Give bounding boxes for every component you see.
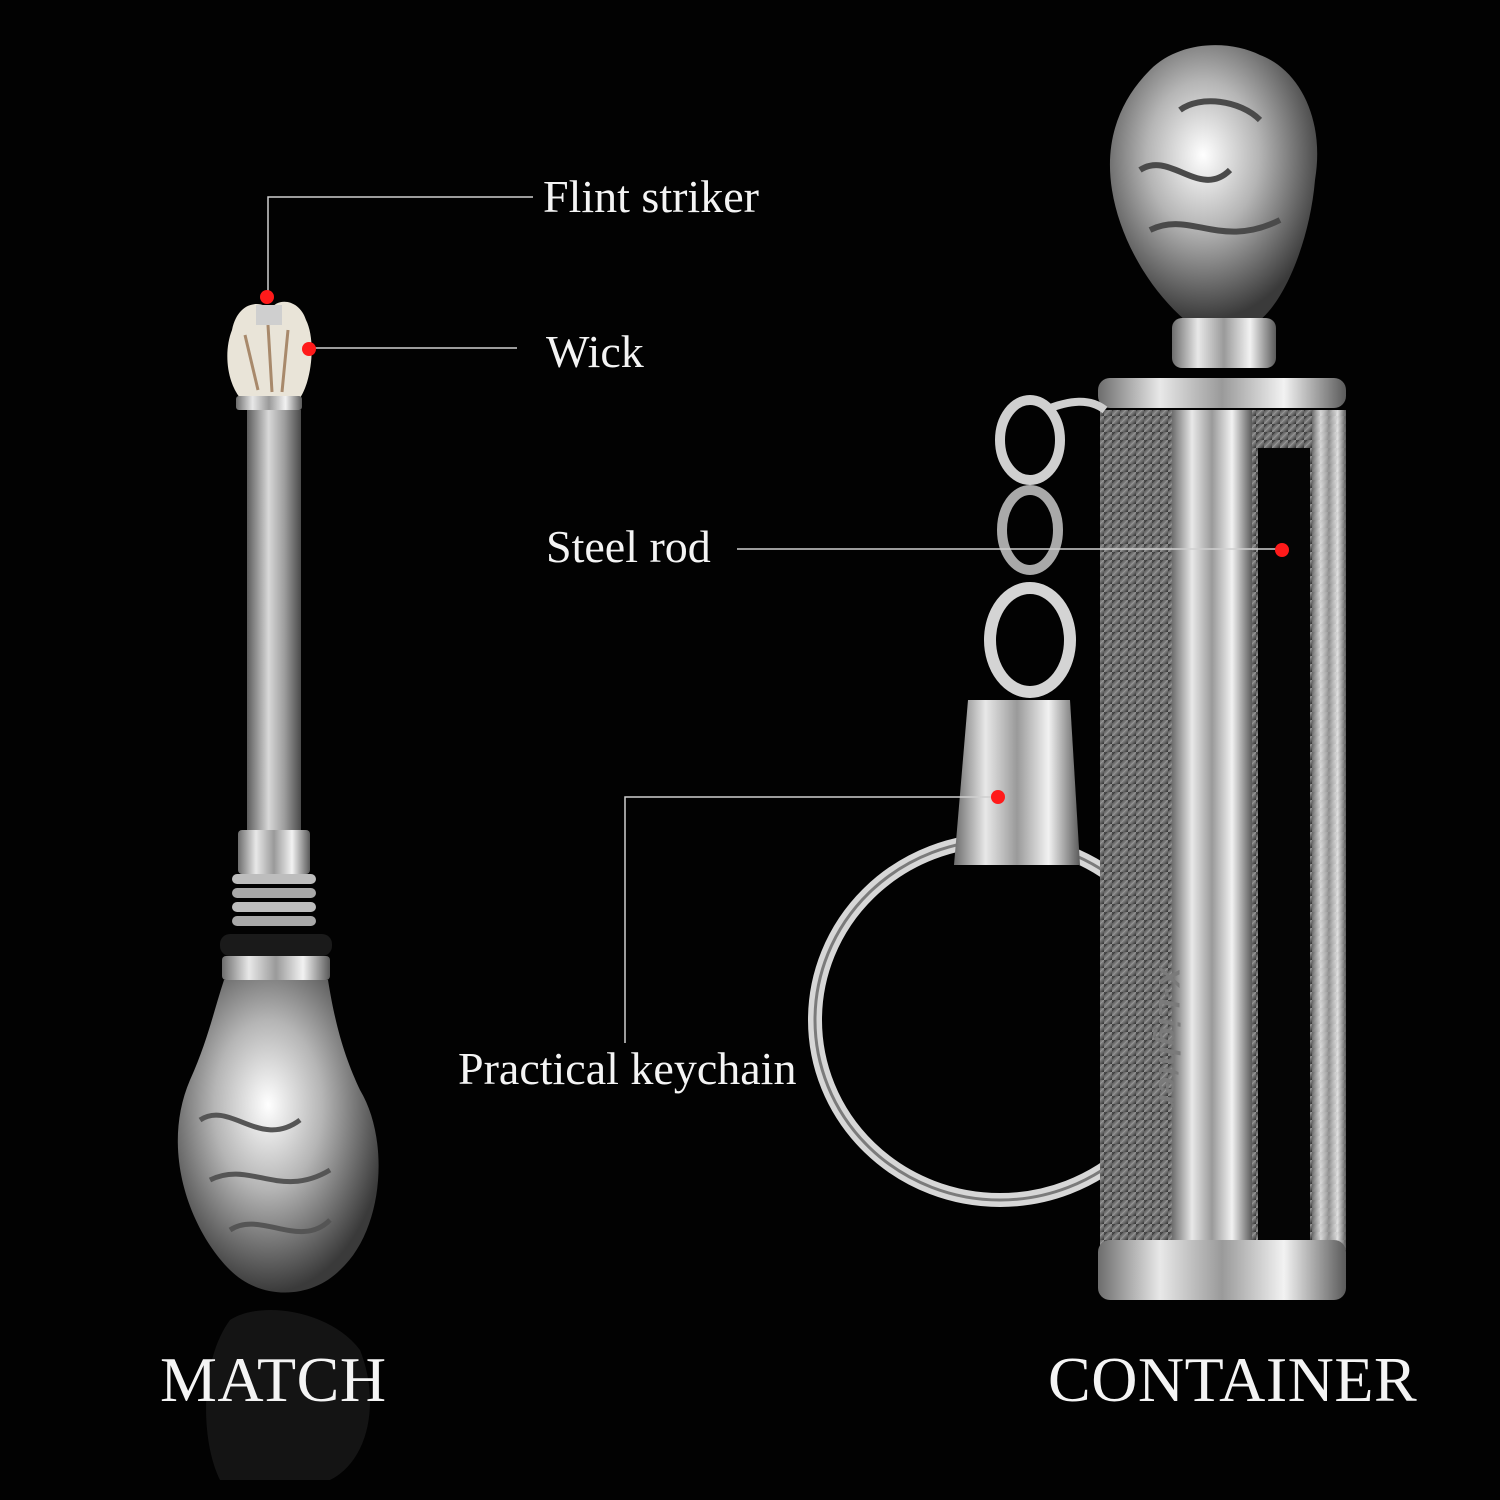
container-bottom-cap bbox=[1098, 1240, 1346, 1300]
match-reflection bbox=[206, 1310, 370, 1480]
container-side-rail bbox=[1172, 410, 1252, 1250]
match-lion-head bbox=[177, 980, 379, 1293]
practical-keychain-label: Practical keychain bbox=[458, 1043, 797, 1094]
match-wick bbox=[227, 301, 312, 398]
container-neck bbox=[1172, 318, 1276, 368]
flint-striker-marker bbox=[260, 290, 274, 304]
flint-striker-leader-line bbox=[267, 196, 533, 296]
container-illustration bbox=[808, 45, 1346, 1300]
keychain-leader-line bbox=[624, 796, 1000, 1043]
container-lion-head bbox=[1109, 45, 1318, 320]
brand-mark: X-Lighter bbox=[1152, 966, 1185, 1108]
callout-markers bbox=[260, 290, 1289, 804]
wick-marker bbox=[302, 342, 316, 356]
match-caption: MATCH bbox=[160, 1344, 387, 1415]
container-top-cap bbox=[1098, 378, 1346, 408]
container-steel-rod-channel bbox=[1258, 448, 1310, 1250]
flint-striker-label: Flint striker bbox=[543, 171, 759, 222]
match-steel-shaft bbox=[247, 410, 301, 830]
keychain-clasp bbox=[954, 700, 1080, 865]
steel-rod-marker bbox=[1275, 543, 1289, 557]
leader-lines bbox=[267, 196, 1282, 1043]
match-illustration bbox=[177, 301, 379, 1480]
match-collar bbox=[236, 396, 302, 410]
match-thread bbox=[220, 830, 332, 980]
wick-label: Wick bbox=[546, 326, 644, 377]
steel-rod-label: Steel rod bbox=[546, 521, 711, 572]
keychain-links bbox=[984, 395, 1108, 698]
container-caption: CONTAINER bbox=[1048, 1344, 1418, 1415]
keychain-marker bbox=[991, 790, 1005, 804]
